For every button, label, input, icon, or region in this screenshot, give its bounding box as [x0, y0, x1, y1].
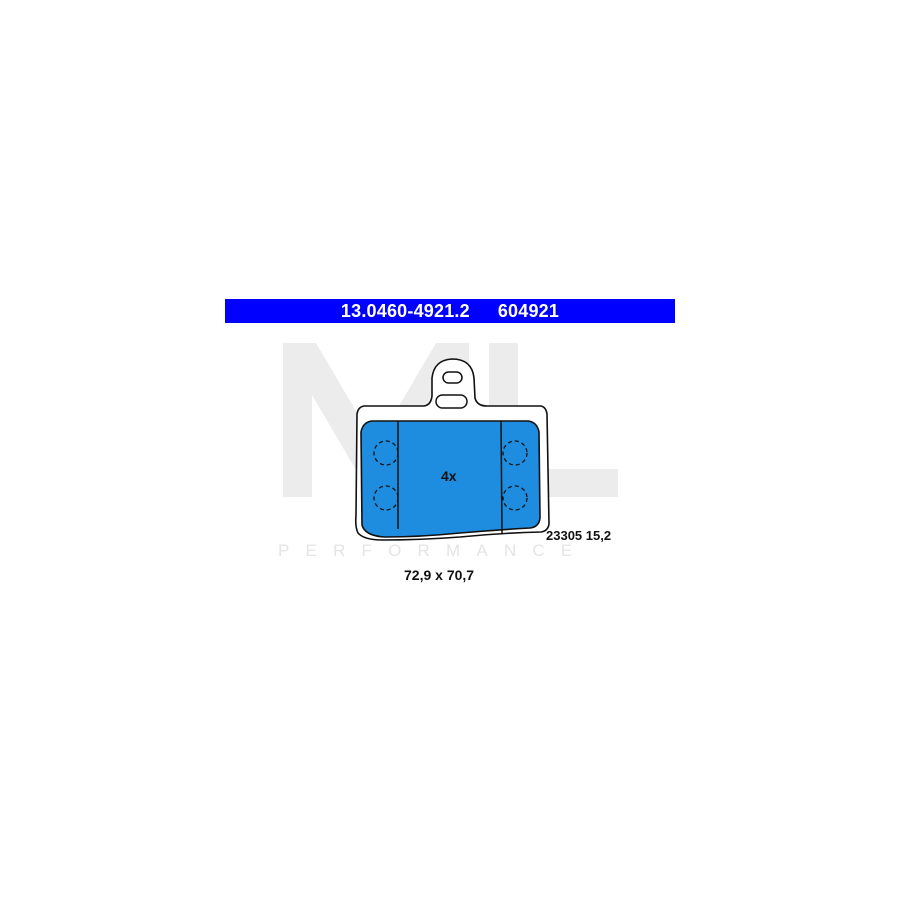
part-number: 13.0460-4921.2 — [340, 300, 470, 321]
tab-slot-upper — [442, 371, 463, 384]
dimensions-label: 72,9 x 70,7 — [404, 567, 475, 583]
chamfer-line-right — [500, 420, 503, 534]
quantity-label: 4x — [441, 468, 457, 484]
friction-material — [360, 420, 541, 538]
piston-circle-bottom-right — [502, 485, 528, 511]
piston-circle-bottom-left — [373, 485, 399, 511]
tab-slot-lower — [435, 394, 468, 409]
reference-number: 604921 — [497, 300, 560, 321]
watermark-subtitle: PERFORMANCE — [278, 541, 589, 560]
pad-code-label: 23305 15,2 — [546, 528, 612, 543]
piston-circle-top-right — [502, 440, 528, 466]
piston-circle-top-left — [373, 440, 399, 466]
part-number-header: 13.0460-4921.2 604921 — [225, 299, 675, 323]
